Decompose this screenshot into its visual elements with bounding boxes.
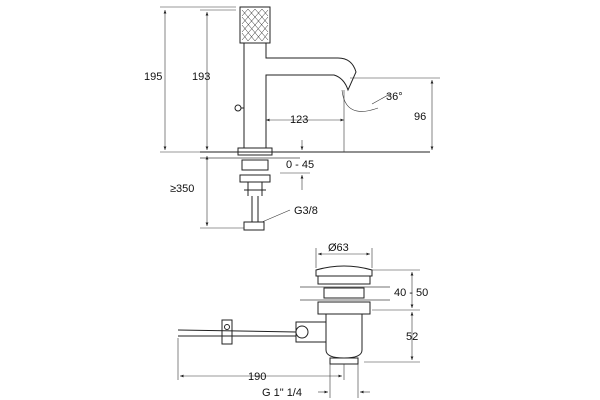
pull-rod-top — [177, 329, 297, 333]
link-housing — [295, 321, 327, 343]
handle-knurl-pattern — [241, 8, 269, 42]
handle — [239, 6, 271, 44]
flange — [317, 275, 371, 285]
label-flange-range: 40 - 50 — [394, 287, 428, 299]
tail-piece — [329, 357, 359, 365]
label-spout-height: 193 — [192, 71, 210, 83]
rod-clip — [221, 319, 233, 345]
connection-leader — [261, 209, 291, 223]
label-connection: G3/8 — [294, 205, 318, 217]
link-nut — [295, 325, 309, 339]
label-body-height: 52 — [406, 331, 418, 343]
drain-body — [325, 314, 363, 359]
label-rod-length: 190 — [248, 371, 266, 383]
plug-cap — [315, 265, 373, 277]
fixing-nut — [241, 159, 269, 171]
upper-body — [323, 287, 365, 299]
faucet-body — [243, 43, 357, 148]
fixing-bracket — [244, 182, 266, 196]
fixing-plate — [239, 174, 271, 183]
angle-arc — [341, 89, 379, 112]
label-angle: 36° — [386, 91, 403, 103]
label-deck-thickness: 0 - 45 — [286, 159, 314, 171]
label-clearance: 96 — [414, 111, 426, 123]
faucet-drawing: 195 193 36° 123 96 0 - 45 ≥350 G3/8 — [144, 6, 440, 231]
clip-screw — [224, 324, 230, 330]
label-reach: 123 — [290, 114, 308, 126]
lock-nut — [317, 301, 371, 315]
pop-up-knob — [234, 104, 242, 112]
drain-drawing: Ø63 40 - 50 52 190 G 1" 1/4 — [177, 242, 428, 399]
angle-leader — [371, 93, 391, 105]
label-hose-length: ≥350 — [170, 183, 194, 195]
base-flange — [237, 147, 273, 156]
label-diameter: Ø63 — [328, 242, 349, 254]
label-thread: G 1" 1/4 — [262, 387, 302, 399]
label-total-height: 195 — [144, 71, 162, 83]
hose-connector — [243, 221, 265, 231]
